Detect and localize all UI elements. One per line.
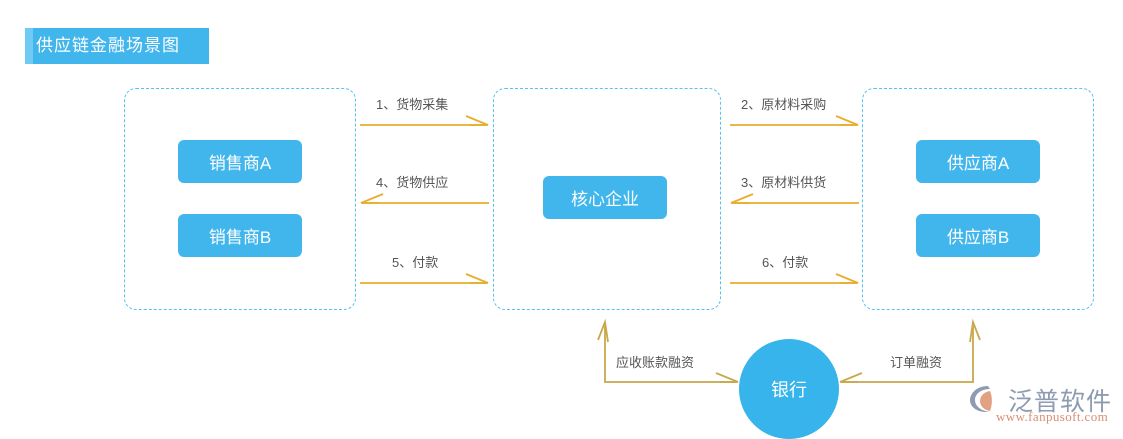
page-title-bar: [25, 28, 209, 64]
node-seller-a[interactable]: 销售商A: [178, 140, 302, 183]
flow-label-1: 1、货物采集: [376, 97, 449, 112]
connector-flow-3: [730, 193, 859, 204]
node-core-enterprise[interactable]: 核心企业: [543, 176, 667, 219]
title-accent-bar: [25, 28, 33, 64]
flow-label-2: 2、原材料采购: [741, 97, 827, 112]
suppliers-group-box: [862, 88, 1094, 310]
flow-label-5: 5、付款: [392, 255, 439, 270]
connector-flow-5: [360, 273, 489, 284]
watermark-brand: 泛普软件: [1008, 387, 1113, 416]
fanpu-logo-icon: [970, 386, 992, 412]
connector-flow-4: [360, 193, 489, 204]
connector-flow-6: [730, 273, 859, 284]
flow-label-6: 6、付款: [762, 255, 809, 270]
watermark-url: www.fanpusoft.com: [996, 409, 1109, 424]
finance-label-order: 订单融资: [890, 355, 943, 370]
node-supplier-a[interactable]: 供应商A: [916, 140, 1040, 183]
node-supplier-b[interactable]: 供应商B: [916, 214, 1040, 257]
core-group-box: [493, 88, 721, 310]
flow-label-3: 3、原材料供货: [741, 175, 827, 190]
connector-flow-1: [360, 115, 489, 126]
watermark: 泛普软件 www.fanpusoft.com: [968, 382, 1118, 432]
page-title: 供应链金融场景图: [36, 36, 180, 55]
flow-label-4: 4、货物供应: [376, 175, 449, 190]
sellers-group-box: [124, 88, 356, 310]
connector-flow-2: [730, 115, 859, 126]
finance-label-receivable: 应收账款融资: [616, 355, 695, 370]
node-seller-b[interactable]: 销售商B: [178, 214, 302, 257]
node-bank[interactable]: 银行: [739, 339, 839, 439]
